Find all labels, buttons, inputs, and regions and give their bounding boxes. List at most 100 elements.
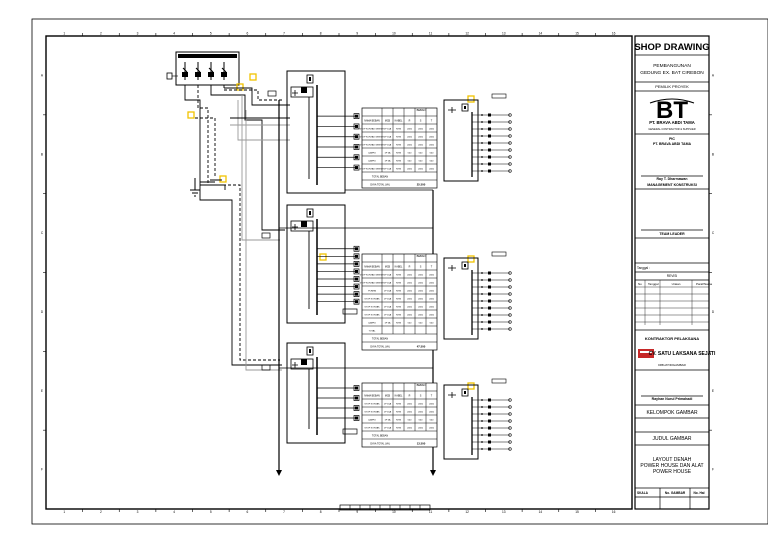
table-cell: 2000	[407, 169, 413, 171]
highlight-markers	[187, 73, 475, 390]
drawing-frame	[45, 35, 633, 510]
grid-row-label: C	[712, 231, 715, 235]
table-cell: 1P 16A	[384, 298, 392, 301]
grid-column-label: 5	[210, 510, 212, 514]
table-cell: NYM	[396, 145, 401, 147]
table-cell: TOTAL	[369, 330, 377, 333]
table-header-cell: NAMA BEBAN	[364, 266, 380, 269]
grid-column-label: 12	[465, 32, 469, 36]
table-cell: 2000	[407, 291, 413, 293]
project-line-1: PEMBANGUNAN	[653, 63, 691, 69]
revisi-col-paraf: Paraf/Nama	[696, 282, 712, 286]
svg-text:BT: BT	[656, 97, 688, 124]
cable-tag	[166, 72, 173, 80]
table-cell: STOP KONTAK GENSET	[360, 274, 386, 277]
table-cell: 1P 10A	[384, 128, 392, 131]
table-cell: 2000	[418, 412, 424, 414]
table-cell: 2000	[429, 275, 435, 277]
revisi-table	[635, 280, 709, 325]
table-cell: 2000	[429, 404, 435, 406]
table-header-cell: MCB	[385, 266, 391, 269]
group-label: KELOMPOK GAMBAR	[646, 410, 698, 416]
table-cell: 1P 16A	[384, 314, 392, 317]
drawing-title-line-3: POWER HOUSE	[653, 469, 692, 475]
table-cell: 2000	[407, 315, 413, 317]
table-cell: 1P 10A	[384, 168, 392, 171]
table-header-cell: NAMA BEBAN	[364, 395, 380, 398]
table-cell: 2000	[418, 315, 424, 317]
table-cell: 2000	[418, 307, 424, 309]
table-cell: 2000	[429, 315, 435, 317]
table-cell: 2000	[407, 145, 413, 147]
mk-label: MANAGEMENT KONSTRUKSI	[647, 183, 697, 187]
table-header-cell: T	[431, 266, 433, 269]
table-cell: 2000	[429, 283, 435, 285]
grid-column-label: 4	[173, 32, 175, 36]
table-cell: 500	[419, 161, 423, 163]
table-cell: STOP KONTAK	[364, 411, 380, 414]
table-cell: 2000	[407, 404, 413, 406]
company-logo: BT	[649, 97, 695, 124]
table-cell: 2000	[418, 283, 424, 285]
table-cell: 2000	[418, 137, 424, 139]
table-header-cell: NAMA BEBAN	[364, 120, 380, 123]
earth-arrow-icon	[276, 470, 282, 476]
table-total-label: TOTAL BEBAN	[372, 435, 388, 438]
drawing-title-line-2: POWER HOUSE DAN ALAT	[640, 463, 703, 469]
table-cell: 2000	[429, 428, 435, 430]
table-cell: 2000	[407, 137, 413, 139]
table-cell: LAMPU	[368, 322, 376, 325]
table-grand-value: 25.500	[417, 183, 426, 187]
table-cell: 2000	[407, 283, 413, 285]
grid-row-label: D	[712, 310, 715, 314]
table-cell: 2000	[407, 129, 413, 131]
table-cell: NYM	[396, 299, 401, 301]
grid-column-label: 9	[356, 32, 358, 36]
sheet-heading: SHOP DRAWING	[634, 42, 709, 53]
table-group-header: BEBAN	[417, 254, 426, 258]
grid-column-label: 6	[247, 32, 249, 36]
table-cell: NYM	[396, 315, 401, 317]
table-cell: POMPA	[368, 290, 376, 293]
table-cell: NYM	[396, 283, 401, 285]
sub-distribution-panel	[286, 70, 360, 194]
grid-row-label: C	[41, 231, 44, 235]
grid-column-label: 3	[137, 32, 139, 36]
table-cell: STOP KONTAK GENSET	[360, 282, 386, 285]
grid-column-label: 15	[575, 510, 579, 514]
revisi-col-no: No	[638, 282, 642, 286]
table-cell: NYM	[396, 153, 401, 155]
table-header-cell: KABEL	[395, 266, 403, 269]
sub-distribution-panel	[286, 342, 360, 444]
team-leader-label: TEAM LEADER	[659, 232, 685, 236]
table-cell: LAMPU	[368, 160, 376, 163]
grid-column-label: 4	[173, 510, 175, 514]
table-cell: STOP KONTAK GENSET	[360, 128, 386, 131]
table-cell: 500	[419, 420, 423, 422]
grid-row-label: A	[41, 73, 44, 77]
table-cell: STOP KONTAK	[364, 306, 380, 309]
grid-column-label: 8	[320, 510, 322, 514]
table-cell: 2000	[418, 145, 424, 147]
grid-row-label: F	[712, 468, 714, 472]
table-cell: 2000	[429, 145, 435, 147]
table-cell: 2000	[407, 299, 413, 301]
grid-column-label: 1	[63, 510, 65, 514]
table-cell: 1P 16A	[384, 427, 392, 430]
footer-page-label: No. Hal	[694, 491, 705, 495]
table-cell: 1P 16A	[384, 403, 392, 406]
table-cell: NYM	[396, 428, 401, 430]
drawing-title-line-1: LAYOUT DENAH	[653, 457, 692, 463]
table-cell: 2000	[418, 129, 424, 131]
table-cell: STOP KONTAK	[364, 403, 380, 406]
grid-column-label: 11	[429, 32, 433, 36]
table-grand-label: DAYA TOTAL (VA)	[370, 184, 390, 187]
table-cell: 2000	[429, 299, 435, 301]
revisi-col-tanggal: Tanggal	[648, 282, 659, 286]
table-cell: 1P 16A	[384, 290, 392, 293]
grid-column-label: 16	[612, 510, 616, 514]
